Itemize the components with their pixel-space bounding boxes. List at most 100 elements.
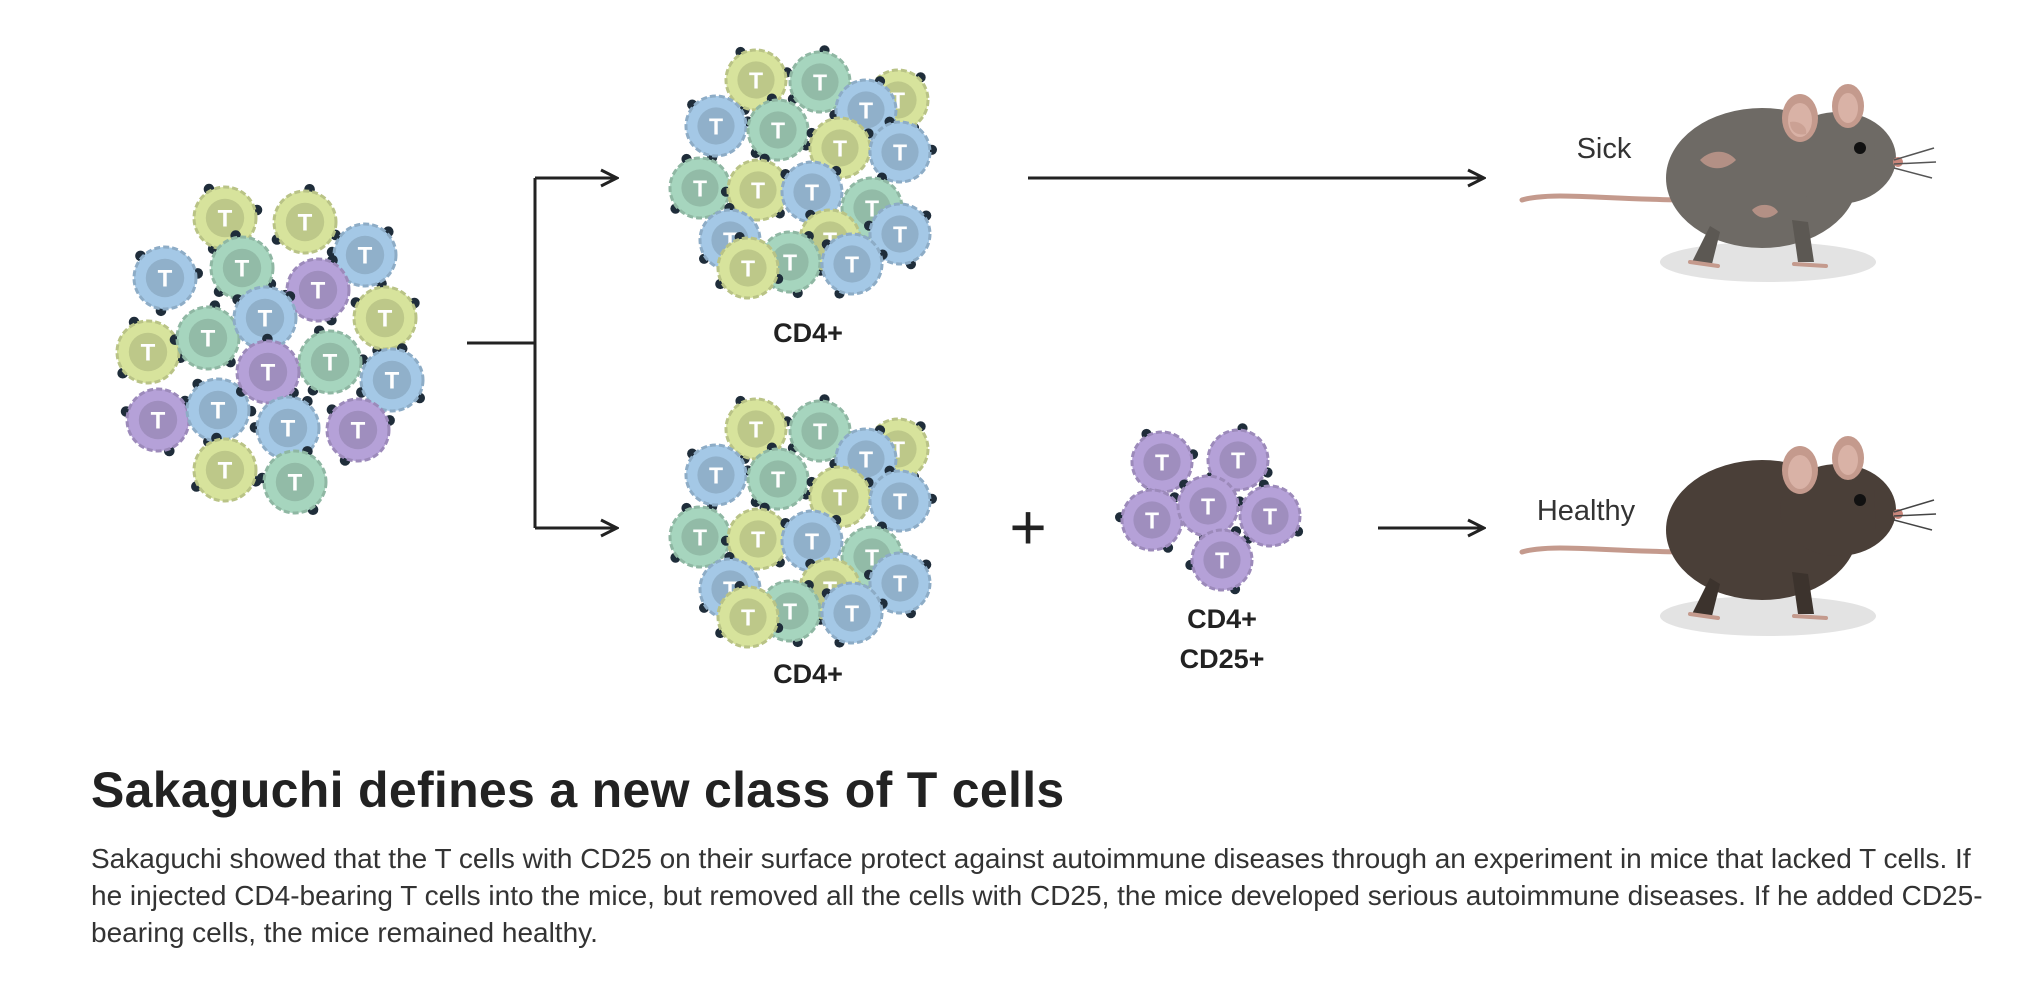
t-cell: T	[280, 254, 351, 326]
caption-title: Sakaguchi defines a new class of T cells	[91, 762, 1065, 818]
t-cell: T	[191, 432, 262, 503]
t-cell-letter: T	[693, 524, 707, 550]
t-cell: T	[1185, 526, 1254, 595]
t-cell-letter: T	[298, 210, 313, 237]
t-cell-letter: T	[235, 256, 250, 283]
t-cell: T	[715, 581, 784, 649]
t-cell-letter: T	[813, 69, 827, 95]
t-cell: T	[1238, 479, 1304, 548]
sick-mouse-illustration	[1519, 84, 1937, 282]
t-cell: T	[1130, 428, 1199, 497]
t-cell-letter: T	[741, 255, 755, 281]
t-cell-letter: T	[281, 416, 296, 443]
t-cell-letter: T	[741, 604, 755, 630]
t-cell-letter: T	[783, 598, 797, 624]
t-cell-letter: T	[893, 221, 907, 247]
sick-label: Sick	[1577, 133, 1632, 165]
t-cell: T	[820, 232, 888, 299]
healthy-mouse-illustration	[1519, 436, 1937, 636]
cd4-cd25-label-line1: CD4+	[1187, 604, 1257, 634]
t-cell-letter: T	[151, 408, 166, 435]
t-cell-letter: T	[358, 243, 373, 270]
cd4-label-top: CD4+	[773, 318, 843, 348]
t-cell-letter: T	[261, 360, 276, 387]
t-cell-letter: T	[845, 600, 859, 626]
t-cell-letter: T	[859, 97, 873, 123]
t-cell: T	[868, 116, 938, 185]
t-cell: T	[249, 395, 321, 466]
t-cell-letter: T	[693, 175, 707, 201]
t-cell: T	[684, 443, 753, 512]
branch-arrow	[467, 178, 617, 528]
t-cell: T	[684, 94, 753, 163]
t-cell: T	[720, 502, 790, 571]
t-cell-letter: T	[311, 278, 326, 305]
caption-body: Sakaguchi showed that the T cells with C…	[91, 843, 1983, 948]
t-cell-letter: T	[1231, 447, 1245, 473]
t-cell-letter: T	[749, 416, 763, 442]
t-cell-letter: T	[201, 326, 216, 353]
t-cell-letter: T	[771, 117, 785, 143]
t-cell: T	[325, 397, 395, 466]
t-cell: T	[356, 343, 426, 413]
t-cell: T	[350, 285, 420, 356]
t-cell-letter: T	[1215, 547, 1229, 573]
t-cell-letter: T	[158, 266, 173, 293]
t-cell: T	[256, 446, 328, 515]
t-cell-letter: T	[833, 135, 847, 161]
t-cell: T	[326, 222, 398, 289]
t-cell: T	[115, 316, 186, 385]
cd4-cd25-label-line2: CD25+	[1180, 644, 1265, 674]
t-cell-letter: T	[211, 398, 226, 425]
t-cell-letter: T	[805, 528, 819, 554]
t-cell-letter: T	[709, 462, 723, 488]
t-cell-letter: T	[833, 484, 847, 510]
cd4-label-bottom: CD4+	[773, 659, 843, 689]
t-cell-letter: T	[323, 350, 338, 377]
t-cell-letter: T	[1201, 493, 1215, 519]
t-cell: T	[715, 232, 784, 300]
t-cell-letter: T	[709, 113, 723, 139]
t-cell-letter: T	[141, 340, 156, 367]
t-cell-letter: T	[805, 179, 819, 205]
t-cell-letter: T	[218, 206, 233, 233]
t-cell-letter: T	[258, 306, 273, 333]
t-cell: T	[1115, 488, 1184, 553]
t-cell: T	[132, 245, 203, 317]
t-cell: T	[746, 93, 812, 162]
t-cell: T	[864, 551, 932, 619]
t-cell: T	[297, 325, 369, 396]
t-cell-letter: T	[218, 458, 233, 485]
t-cell: T	[868, 465, 938, 534]
t-cell: T	[271, 184, 341, 255]
t-cell-letter: T	[893, 488, 907, 514]
t-cell: T	[169, 300, 241, 371]
t-cell-letter: T	[351, 418, 366, 445]
t-cell: T	[668, 502, 737, 569]
t-cell-letter: T	[893, 570, 907, 596]
plus-sign: +	[1009, 491, 1046, 563]
t-cell-letter: T	[783, 249, 797, 275]
t-cell-letter: T	[1155, 449, 1169, 475]
t-cell: T	[120, 387, 191, 457]
t-cell-letter: T	[751, 526, 765, 552]
t-cell: T	[1176, 474, 1245, 543]
t-cell-letter: T	[859, 446, 873, 472]
t-cell-letter: T	[385, 368, 400, 395]
t-cell: T	[232, 285, 298, 357]
t-cell-letter: T	[1263, 503, 1277, 529]
t-cell-letter: T	[288, 470, 303, 497]
t-cell-letter: T	[749, 67, 763, 93]
t-cell-letter: T	[771, 466, 785, 492]
t-cell-letter: T	[378, 306, 393, 333]
caption: Sakaguchi defines a new class of T cells…	[91, 760, 1991, 951]
t-cell-letter: T	[893, 139, 907, 165]
t-cell: T	[746, 442, 812, 511]
t-cell: T	[820, 581, 888, 648]
t-cell: T	[752, 230, 822, 299]
